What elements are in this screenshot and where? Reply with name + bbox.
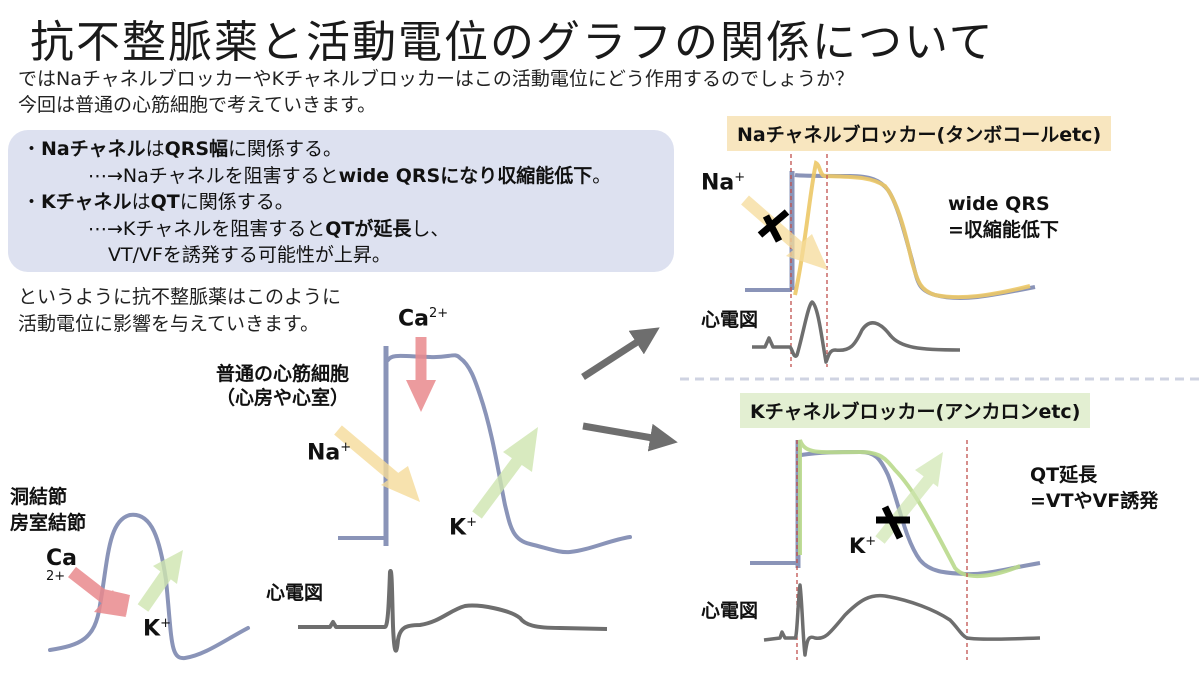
na-effect-suffix: 。 xyxy=(592,164,612,187)
k-effect-suffix: し、 xyxy=(411,217,450,240)
normal-ecg-trace xyxy=(298,568,608,653)
normal-k-arrow-icon xyxy=(472,427,538,519)
k-point-tail: に関係する。 xyxy=(179,191,294,213)
na-effect-bold: wide QRSになり収縮能低下 xyxy=(338,164,593,187)
k-blocker-ecg-label: 心電図 xyxy=(701,600,759,622)
na-effect: ⋯→Naチャネルを阻害するとwide QRSになり収縮能低下。 xyxy=(22,163,674,190)
qrs-width-term: QRS幅 xyxy=(164,138,229,160)
na-blocker-note: wide QRS =収縮能低下 xyxy=(948,191,1059,243)
k-effect-bold: QTが延長 xyxy=(325,217,412,240)
nodal-ca-arrow-icon xyxy=(68,566,130,617)
page-title: 抗不整脈薬と活動電位のグラフの関係について xyxy=(30,17,995,68)
na-effect-prefix: ⋯→Naチャネルを阻害すると xyxy=(88,164,339,187)
na-blocker-na-label: Na+ xyxy=(701,170,746,196)
na-note-line-2: =収縮能低下 xyxy=(948,219,1059,241)
k-note-line-1: QT延長 xyxy=(1030,464,1098,486)
summary-line-1: というように抗不整脈薬はこのように xyxy=(18,286,342,308)
k-blocker-ecg-trace xyxy=(763,583,1041,657)
nodal-k-arrow-icon xyxy=(137,550,183,612)
nodal-cell-label: 洞結節 房室結節 xyxy=(10,484,86,536)
normal-cell-label-line-2: （心房や心室） xyxy=(216,387,350,409)
na-blocker-ecg-trace xyxy=(752,300,961,364)
bullet: ・ xyxy=(22,138,42,160)
normal-ca-label: Ca2+ xyxy=(398,306,449,332)
intro-line-1: ではNaチャネルブロッカーやKチャネルブロッカーはこの活動電位にどう作用するので… xyxy=(18,68,854,90)
na-point-tail: に関係する。 xyxy=(228,138,343,160)
normal-cell-label: 普通の心筋細胞 （心房や心室） xyxy=(216,362,349,410)
intro-line-2: 今回は普通の心筋細胞で考えていきます。 xyxy=(18,94,377,116)
na-channel-term: Naチャネル xyxy=(41,138,146,160)
k-blocked-arrow-icon xyxy=(875,452,943,544)
particle: は xyxy=(145,138,165,160)
summary-text: というように抗不整脈薬はこのように 活動電位に影響を与えていきます。 xyxy=(18,284,341,338)
normal-action-potential xyxy=(338,346,632,555)
k-effect-line-2: VT/VFを誘発する可能性が上昇。 xyxy=(108,244,391,266)
nodal-k-label: K+ xyxy=(143,616,171,642)
nodal-action-potential xyxy=(48,512,250,661)
particle: は xyxy=(131,191,151,213)
na-note-line-1: wide QRS xyxy=(948,193,1050,215)
normal-na-arrow-icon xyxy=(334,425,420,502)
qt-term: QT xyxy=(150,191,180,213)
normal-ca-arrow-icon xyxy=(406,337,436,412)
k-point: ・KチャネルはQTに関係する。 xyxy=(22,189,674,216)
k-note-line-2: =VTやVF誘発 xyxy=(1030,490,1159,512)
na-blocked-arrow-icon xyxy=(741,195,828,270)
normal-ecg-label: 心電図 xyxy=(266,582,324,604)
na-point: ・NaチャネルはQRS幅に関係する。 xyxy=(22,136,674,163)
nodal-ca-label: Ca 2+ xyxy=(46,546,77,584)
nodal-label-line-2: 房室結節 xyxy=(10,512,87,534)
arrow-to-k-blocker-icon xyxy=(582,422,678,452)
normal-na-label: Na+ xyxy=(307,440,352,466)
k-channel-term: Kチャネル xyxy=(41,191,132,213)
block-x-icon xyxy=(876,505,910,540)
k-blocker-k-label: K+ xyxy=(849,534,877,558)
k-blocker-note: QT延長 =VTやVF誘発 xyxy=(1030,462,1158,514)
normal-k-label: K+ xyxy=(449,515,477,541)
nodal-label-line-1: 洞結節 xyxy=(10,486,68,508)
intro-text: ではNaチャネルブロッカーやKチャネルブロッカーはこの活動電位にどう作用するので… xyxy=(18,66,854,118)
bullet: ・ xyxy=(22,191,42,213)
na-blocker-ecg-label: 心電図 xyxy=(701,309,759,331)
na-blocker-banner: Naチャネルブロッカー(タンボコールetc) xyxy=(727,116,1112,151)
k-effect: ⋯→Kチャネルを阻害するとQTが延長し、 xyxy=(22,216,674,243)
block-x-icon xyxy=(757,209,790,243)
arrow-to-na-blocker-icon xyxy=(581,327,660,380)
normal-cell-label-line-1: 普通の心筋細胞 xyxy=(216,363,350,385)
k-effect-prefix: ⋯→Kチャネルを阻害すると xyxy=(88,217,326,240)
na-blocker-graph xyxy=(745,140,1036,367)
k-blocker-graph xyxy=(750,439,1041,660)
key-points-box: ・NaチャネルはQRS幅に関係する。 ⋯→Naチャネルを阻害するとwide QR… xyxy=(8,130,674,272)
k-blocker-banner: Kチャネルブロッカー(アンカロンetc) xyxy=(740,393,1091,428)
summary-line-2: 活動電位に影響を与えていきます。 xyxy=(18,313,320,335)
